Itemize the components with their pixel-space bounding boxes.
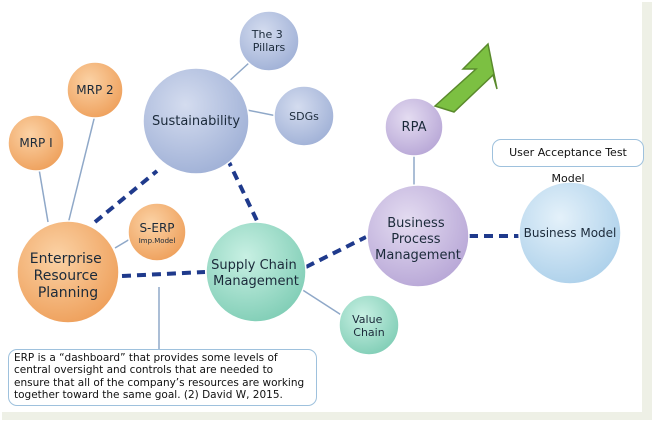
node-rpa [384, 97, 444, 157]
erp-definition-note: ERP is a “dashboard” that provides some … [8, 349, 317, 406]
connector-erp-mrp1 [37, 162, 49, 223]
bpm-label: Business Process Management [375, 216, 461, 263]
connector-scm-valuechain [297, 286, 347, 319]
mrp2-label: MRP 2 [76, 83, 113, 97]
connector-erp-mrp2 [67, 114, 96, 225]
nodes [7, 10, 622, 356]
dashed-connectors [93, 157, 521, 278]
uat-model-note: User Acceptance Test Model [492, 139, 644, 185]
pillars-label: The 3 Pillars [251, 28, 286, 54]
node-sdgs [273, 85, 335, 147]
thin-connectors [37, 61, 415, 352]
serp-label: S-ERP [139, 221, 174, 235]
dashed-scm-bpm [305, 235, 367, 269]
dashed-sust-scm [225, 157, 261, 226]
node-business-model [518, 181, 622, 285]
node-value-chain [338, 294, 400, 356]
node-mrp2 [66, 61, 124, 119]
connector-sust-sdgs [246, 109, 278, 117]
rpa-label: RPA [402, 120, 427, 135]
erp-label: Enterprise Resource Planning [30, 251, 106, 301]
sustainability-label: Sustainability [152, 114, 240, 129]
arrow-icon [433, 42, 498, 113]
node-sustainability [142, 67, 250, 175]
node-scm [205, 221, 307, 323]
node-mrp1 [7, 114, 65, 172]
mrp1-label: MRP I [19, 136, 52, 150]
scm-label: Supply Chain Management [211, 258, 301, 289]
dashed-erp-scm [121, 270, 206, 278]
connector-sust-pillars [226, 61, 251, 84]
node-labels: Enterprise Resource Planning MRP I MRP 2… [19, 28, 616, 339]
node-erp [16, 220, 120, 324]
serp-sublabel: Imp.Model [139, 237, 176, 245]
business-model-label: Business Model [524, 226, 617, 240]
node-pillars [238, 10, 300, 72]
value-chain-label: Value Chain [352, 313, 386, 339]
sdgs-label: SDGs [289, 110, 319, 123]
node-serp [127, 202, 187, 262]
dashed-erp-sust [93, 169, 159, 224]
node-bpm [366, 184, 470, 288]
